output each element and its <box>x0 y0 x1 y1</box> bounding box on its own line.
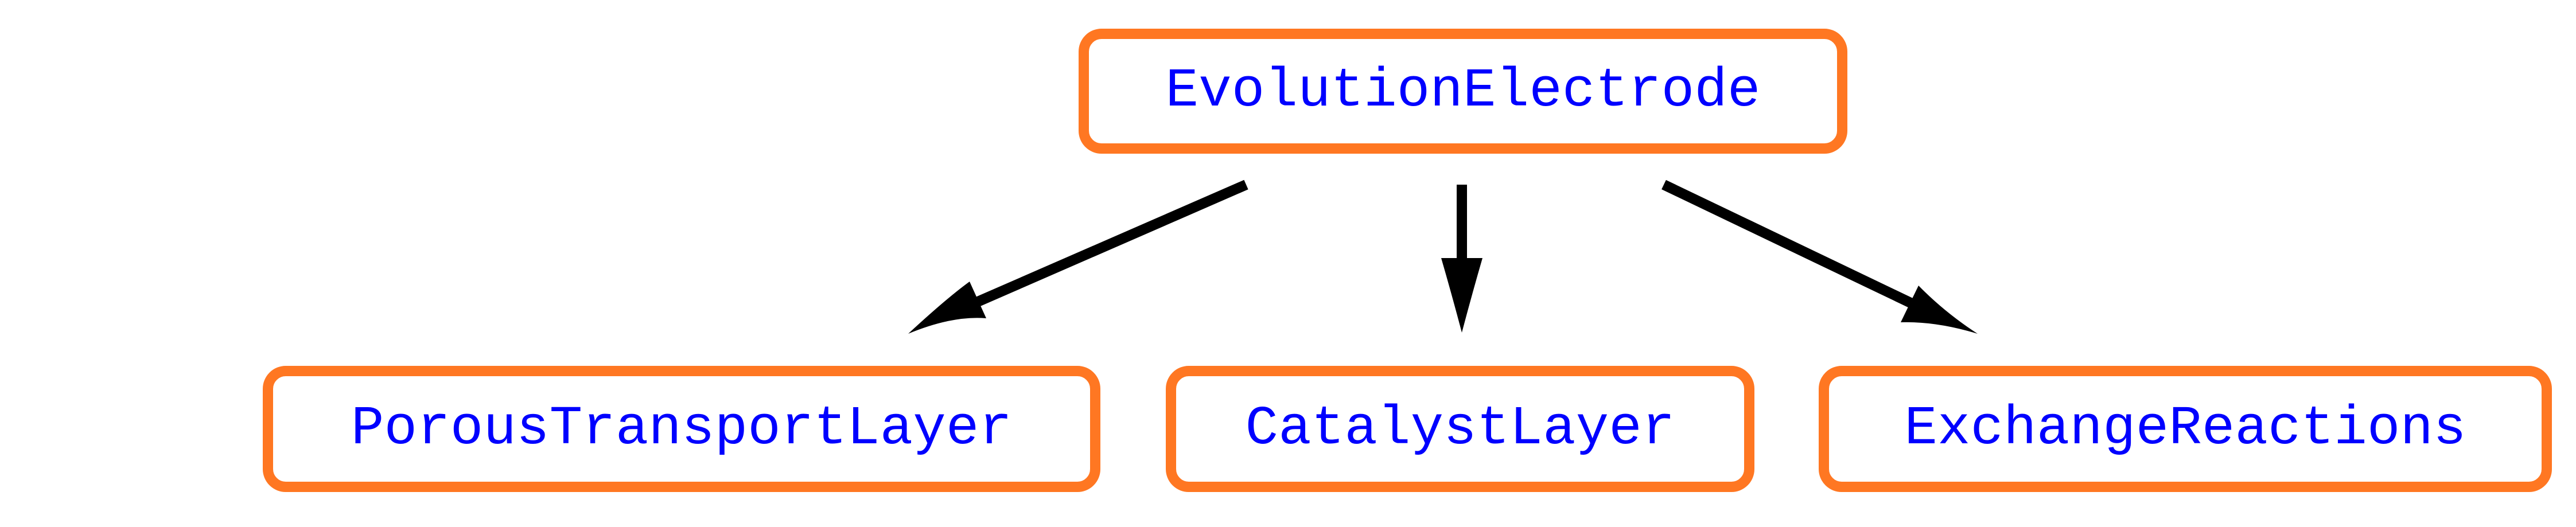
edge-root-to-exchange-reactions <box>1661 179 1913 308</box>
node-catalyst-layer[interactable]: CatalystLayer <box>1166 366 1754 492</box>
node-label: CatalystLayer <box>1245 397 1675 460</box>
node-exchange-reactions[interactable]: ExchangeReactions <box>1819 366 2552 492</box>
arrowhead-exchange-reactions <box>1901 286 1978 334</box>
arrowhead-catalyst-layer <box>1441 258 1482 333</box>
node-label: EvolutionElectrode <box>1165 60 1761 122</box>
node-evolution-electrode[interactable]: EvolutionElectrode <box>1079 29 1847 154</box>
node-label: ExchangeReactions <box>1904 397 2466 460</box>
node-label: PorousTransportLayer <box>351 397 1013 460</box>
edge-root-to-porous-transport-layer <box>973 179 1248 308</box>
node-porous-transport-layer[interactable]: PorousTransportLayer <box>263 366 1100 492</box>
arrowhead-porous-transport-layer <box>908 282 986 334</box>
